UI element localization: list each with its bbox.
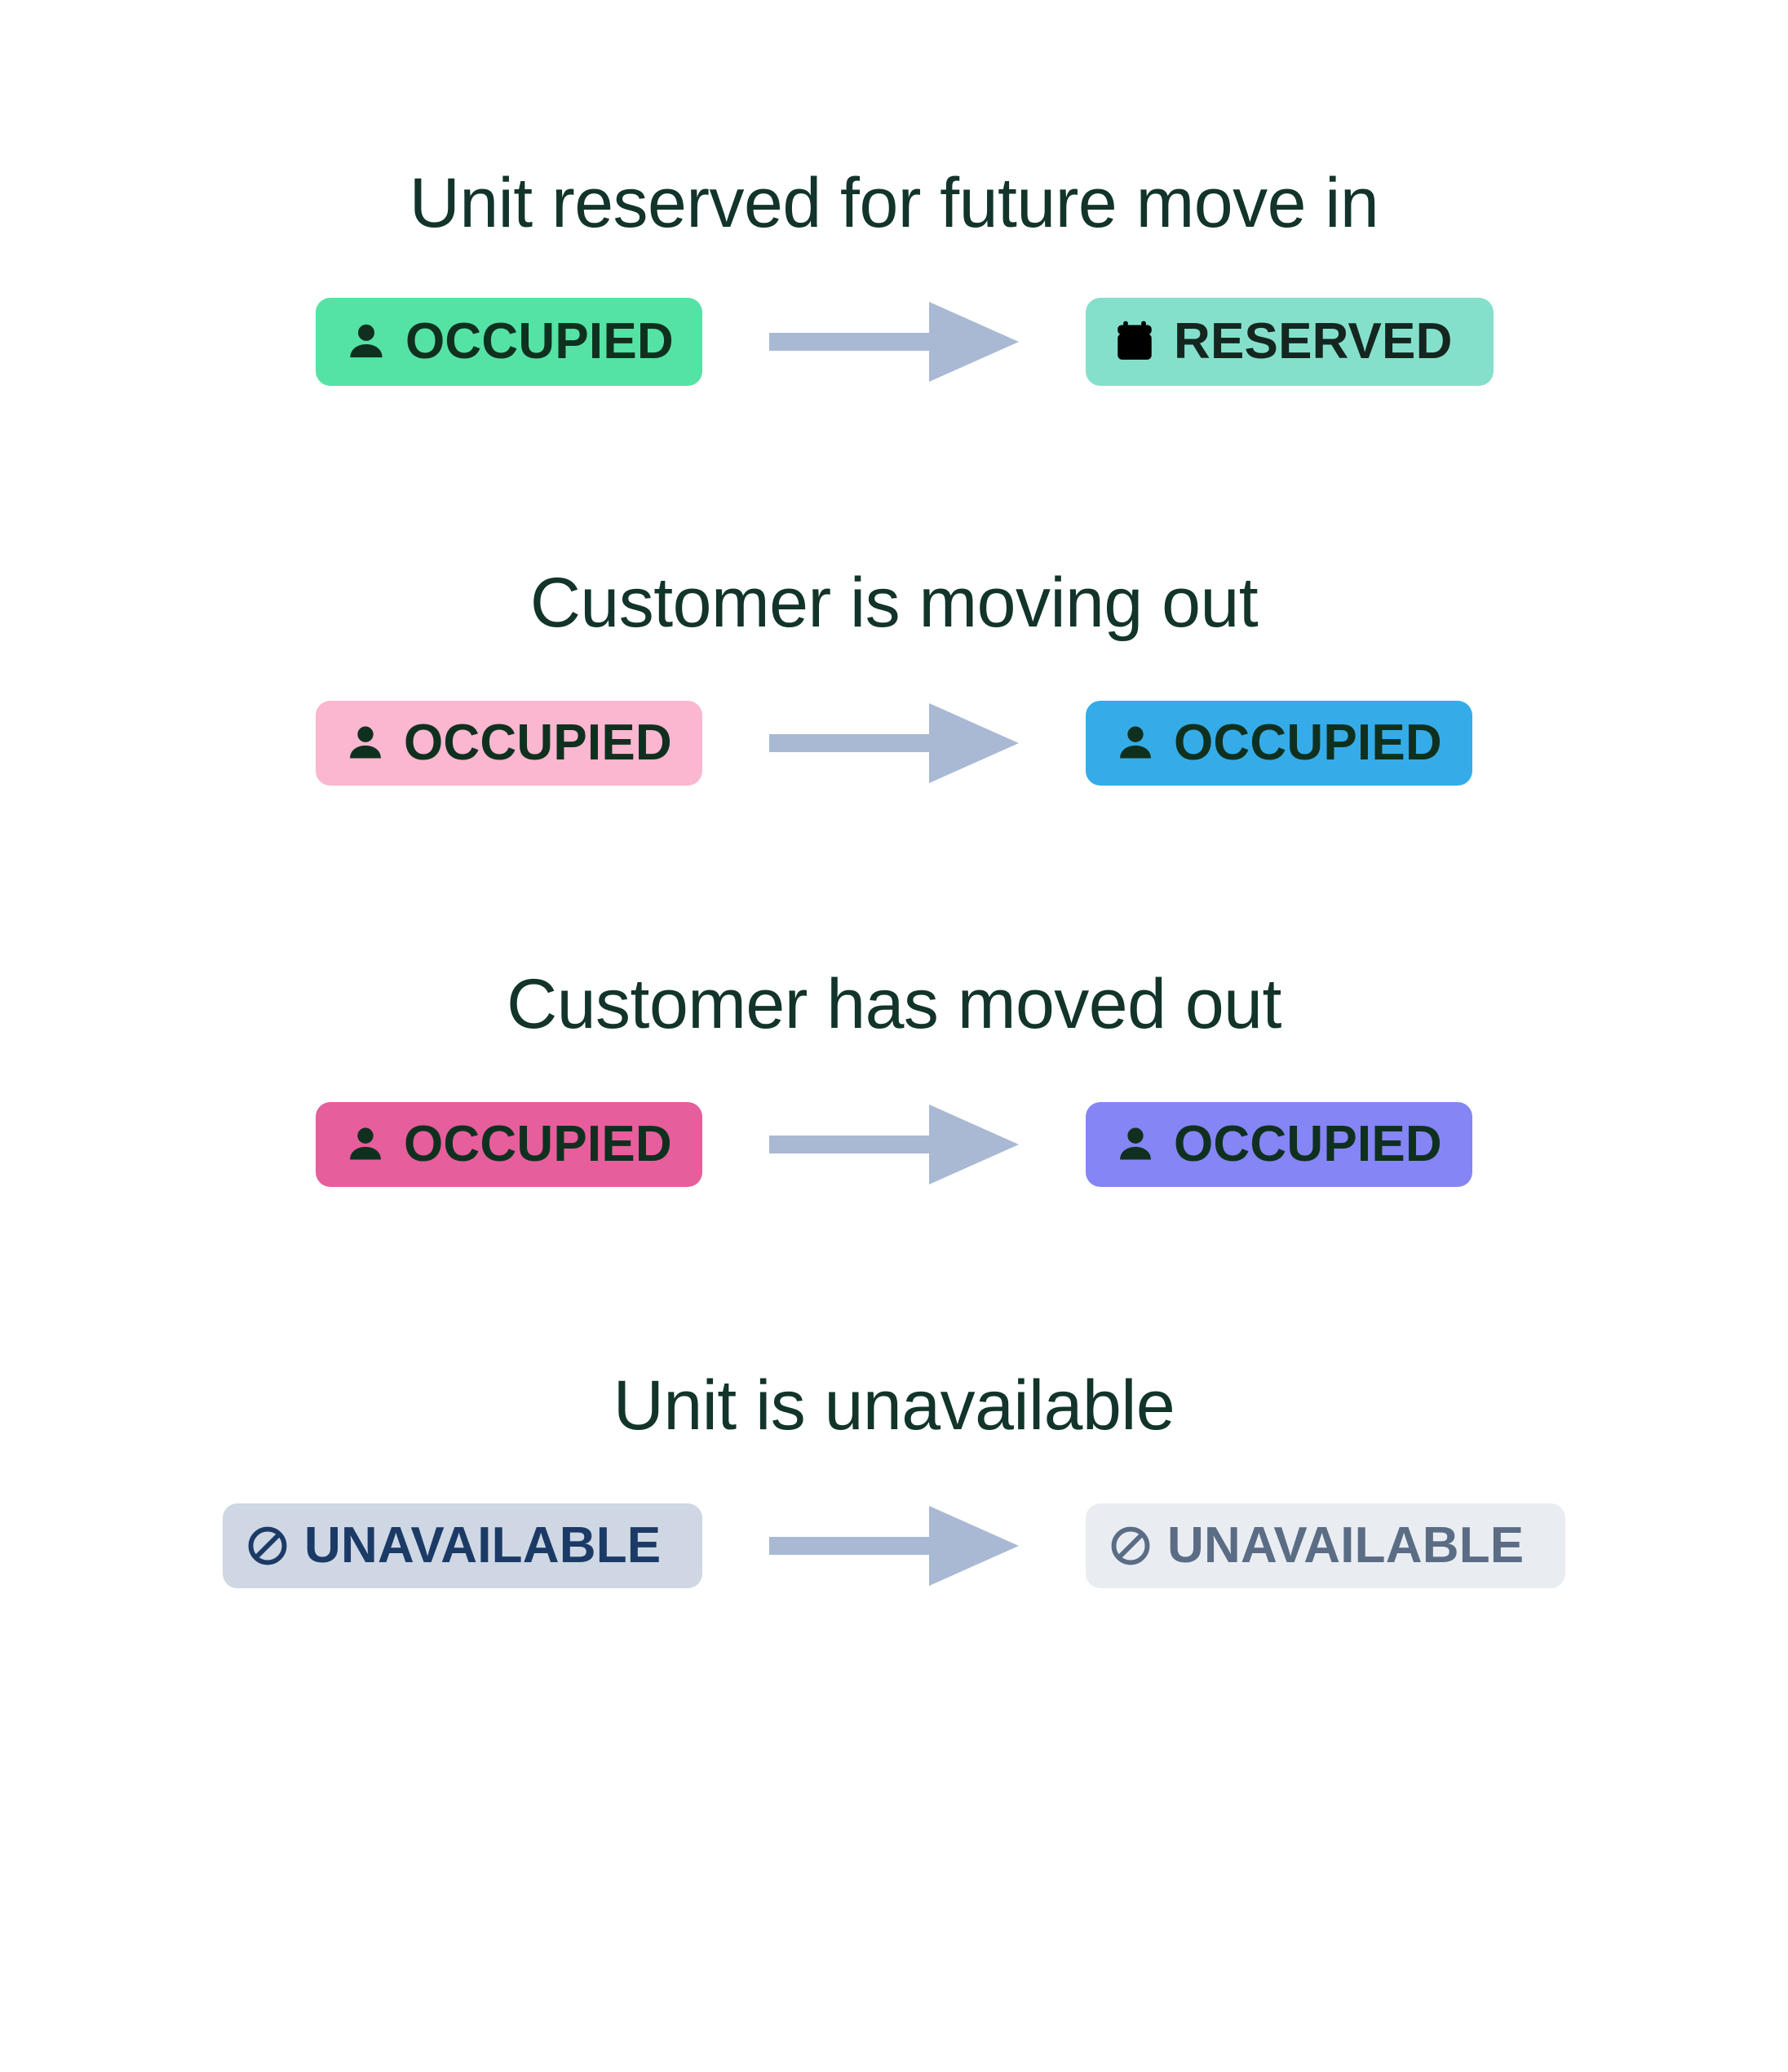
no-entry-icon: [1109, 1524, 1153, 1568]
row-flow: OCCUPIED OC: [0, 1100, 1788, 1189]
status-badge-to[interactable]: RESERVED: [1086, 298, 1494, 386]
status-badge-from-label: OCCUPIED: [404, 715, 672, 771]
transition-row: Unit is unavailable UNAVAILABLE: [0, 1370, 1788, 1591]
row-flow: UNAVAILABLE: [0, 1501, 1788, 1591]
from-status-slot: OCCUPIED: [131, 1102, 702, 1187]
status-badge-to-label: UNAVAILABLE: [1167, 1517, 1525, 1574]
arrow-right-icon: [769, 698, 1019, 788]
status-badge-from[interactable]: OCCUPIED: [316, 701, 702, 786]
status-badge-to-label: RESERVED: [1174, 313, 1453, 370]
person-icon: [1113, 721, 1157, 765]
arrow-slot: [702, 698, 1086, 788]
person-icon: [343, 319, 389, 365]
status-badge-to[interactable]: OCCUPIED: [1086, 701, 1472, 786]
status-badge-from[interactable]: UNAVAILABLE: [223, 1503, 702, 1588]
no-entry-icon: [246, 1524, 290, 1568]
arrow-right-icon: [769, 297, 1019, 387]
status-badge-to-label: OCCUPIED: [1174, 715, 1442, 771]
status-badge-from-label: UNAVAILABLE: [304, 1517, 662, 1574]
arrow-right-icon: [769, 1100, 1019, 1189]
to-status-slot: RESERVED: [1086, 298, 1657, 386]
arrow-slot: [702, 1501, 1086, 1591]
status-badge-from[interactable]: OCCUPIED: [316, 1102, 702, 1187]
to-status-slot: OCCUPIED: [1086, 1102, 1657, 1187]
status-badge-to[interactable]: OCCUPIED: [1086, 1102, 1472, 1187]
status-badge-from[interactable]: OCCUPIED: [316, 298, 702, 386]
transition-row: Customer has moved out OCCUPIED: [0, 969, 1788, 1189]
row-title: Customer is moving out: [529, 564, 1259, 642]
status-badge-from-label: OCCUPIED: [405, 313, 674, 370]
transition-row: Customer is moving out OCCUPIED: [0, 568, 1788, 788]
arrow-slot: [702, 297, 1086, 387]
from-status-slot: UNAVAILABLE: [131, 1503, 702, 1588]
status-badge-to-label: OCCUPIED: [1174, 1116, 1442, 1172]
row-title: Unit is unavailable: [613, 1366, 1175, 1445]
from-status-slot: OCCUPIED: [131, 298, 702, 386]
arrow-right-icon: [769, 1501, 1019, 1591]
person-icon: [1113, 1122, 1157, 1167]
arrow-slot: [702, 1100, 1086, 1189]
from-status-slot: OCCUPIED: [131, 701, 702, 786]
person-icon: [343, 721, 387, 765]
to-status-slot: OCCUPIED: [1086, 701, 1657, 786]
status-badge-to[interactable]: UNAVAILABLE: [1086, 1503, 1565, 1588]
calendar-icon: [1113, 320, 1156, 364]
to-status-slot: UNAVAILABLE: [1086, 1503, 1657, 1588]
transition-row: Unit reserved for future move in OCCUPIE…: [0, 168, 1788, 387]
status-badge-from-label: OCCUPIED: [404, 1116, 672, 1172]
row-flow: OCCUPIED OC: [0, 698, 1788, 788]
row-title: Unit reserved for future move in: [409, 164, 1379, 242]
row-flow: OCCUPIED: [0, 297, 1788, 387]
row-title: Customer has moved out: [507, 965, 1281, 1043]
person-icon: [343, 1122, 387, 1167]
